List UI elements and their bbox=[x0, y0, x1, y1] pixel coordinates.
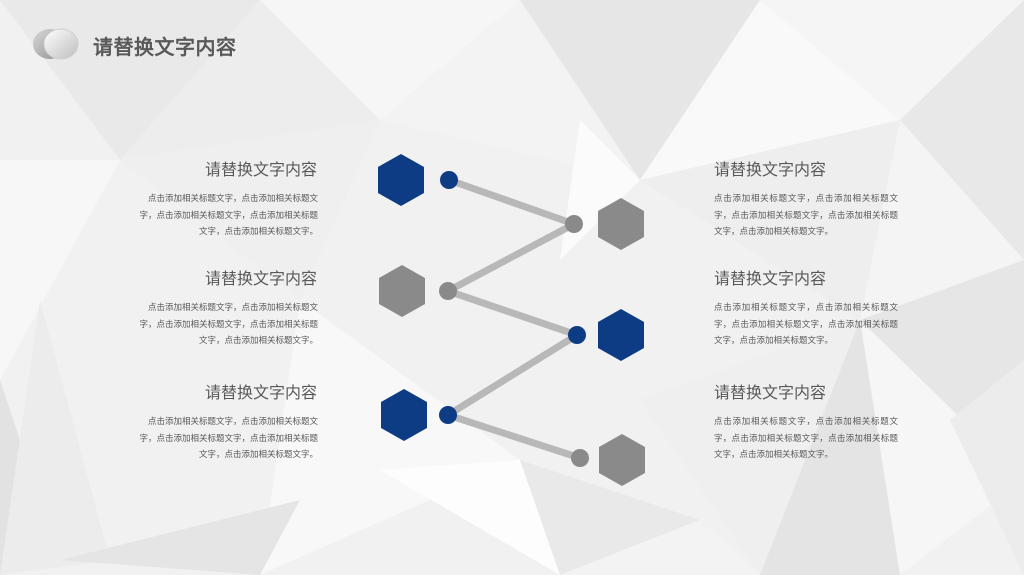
hexagons bbox=[378, 154, 645, 486]
right-item-2-title: 请替换文字内容 bbox=[714, 269, 827, 288]
hexagon-icon-3 bbox=[379, 265, 425, 317]
right-item-1-desc: 点击添加相关标题文字，点击添加相关标题文字，点击添加相关标题文字，点击添加相关标… bbox=[714, 194, 898, 237]
node-dot-2 bbox=[565, 215, 583, 233]
node-dot-5 bbox=[439, 406, 457, 424]
connector-4 bbox=[444, 331, 581, 419]
hexagon-icon-2 bbox=[598, 198, 644, 250]
left-item-2-title: 请替换文字内容 bbox=[204, 269, 317, 288]
logo-icon bbox=[33, 28, 79, 60]
right-item-2-desc: 点击添加相关标题文字，点击添加相关标题文字，点击添加相关标题文字，点击添加相关标… bbox=[714, 303, 898, 346]
left-item-1-title: 请替换文字内容 bbox=[204, 160, 317, 179]
left-item-3-desc: 点击添加相关标题文字，点击添加相关标题文字，点击添加相关标题文字，点击添加相关标… bbox=[139, 417, 318, 460]
page-title: 请替换文字内容 bbox=[93, 35, 237, 59]
left-item-3-title: 请替换文字内容 bbox=[204, 383, 317, 402]
node-dot-4 bbox=[568, 326, 586, 344]
connectors bbox=[444, 176, 584, 462]
node-dot-3 bbox=[439, 282, 457, 300]
hexagon-icon-6 bbox=[599, 434, 645, 486]
connector-2 bbox=[444, 220, 578, 295]
hexagon-icon-4 bbox=[598, 309, 644, 361]
left-item-2-desc: 点击添加相关标题文字，点击添加相关标题文字，点击添加相关标题文字，点击添加相关标… bbox=[139, 303, 318, 346]
right-item-3-desc: 点击添加相关标题文字，点击添加相关标题文字，点击添加相关标题文字，点击添加相关标… bbox=[714, 417, 898, 460]
connector-3 bbox=[444, 287, 581, 339]
right-item-3-title: 请替换文字内容 bbox=[714, 383, 827, 402]
left-item-1-desc: 点击添加相关标题文字，点击添加相关标题文字，点击添加相关标题文字，点击添加相关标… bbox=[139, 194, 318, 237]
hexagon-icon-5 bbox=[381, 389, 427, 441]
connector-5 bbox=[444, 411, 584, 462]
connector-1 bbox=[445, 176, 578, 228]
nodes bbox=[439, 171, 589, 467]
node-dot-1 bbox=[440, 171, 458, 189]
node-dot-6 bbox=[571, 449, 589, 467]
hexagon-icon-1 bbox=[378, 154, 424, 206]
right-item-1-title: 请替换文字内容 bbox=[714, 160, 827, 179]
